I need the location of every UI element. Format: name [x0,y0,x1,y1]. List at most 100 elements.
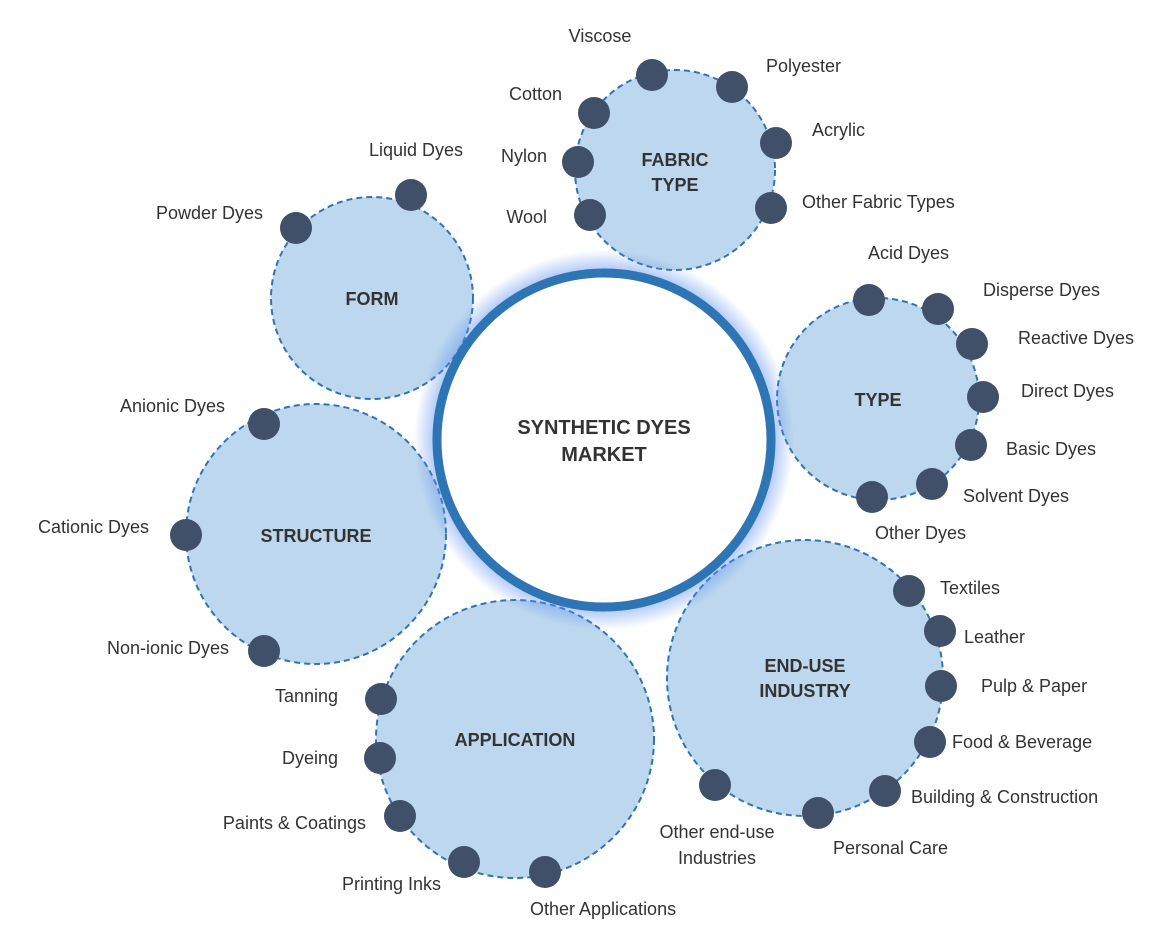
bullet-dot-icon [699,769,731,801]
bullet-dot-icon [529,856,561,888]
end-use-industry-title: END-USE [764,656,845,676]
segment-item: Direct Dyes [967,381,1114,413]
segment-item: Acrylic [760,120,865,159]
segment-item-label: Cotton [509,84,562,104]
segment-item: Leather [924,615,1025,647]
structure-title: STRUCTURE [261,526,372,546]
segment-item-label: Non-ionic Dyes [107,638,229,658]
segment-item-label: Liquid Dyes [369,140,463,160]
segment-item-label: Acrylic [812,120,865,140]
bullet-dot-icon [395,179,427,211]
segment-item-label: Solvent Dyes [963,486,1069,506]
bullet-dot-icon [924,615,956,647]
segment-item-label: Industries [678,848,756,868]
segment-item-label: Reactive Dyes [1018,328,1134,348]
bullet-dot-icon [922,293,954,325]
segment-item-label: Leather [964,627,1025,647]
segment-item: Food & Beverage [914,726,1092,758]
segment-item-label: Pulp & Paper [981,676,1087,696]
fabric-type-bubble [574,69,776,271]
segment-item-label: Disperse Dyes [983,280,1100,300]
bullet-dot-icon [248,635,280,667]
segment-item-label: Viscose [569,26,632,46]
segment-item: Building & Construction [869,775,1098,807]
bullet-dot-icon [925,670,957,702]
bullet-dot-icon [802,797,834,829]
segment-item-label: Cationic Dyes [38,517,149,537]
end-use-industry-title: INDUSTRY [759,681,850,701]
segment-item: Non-ionic Dyes [107,635,280,667]
segment-fabric-type: FABRIC TYPE ViscosePolyesterCottonAcrylicN… [501,26,955,271]
segment-item-label: Printing Inks [342,874,441,894]
form-bubble [270,196,474,400]
bullet-dot-icon [578,97,610,129]
bullet-dot-icon [248,408,280,440]
segment-item-label: Wool [506,207,547,227]
bullet-dot-icon [170,519,202,551]
segment-item: Paints & Coatings [223,800,416,833]
segment-item: Personal Care [802,797,948,858]
bullet-dot-icon [448,846,480,878]
segment-item: Solvent Dyes [916,468,1069,506]
bullet-dot-icon [280,212,312,244]
bullet-dot-icon [856,481,888,513]
segment-item: Other Dyes [856,481,966,543]
center-title-line-2: MARKET [561,444,647,466]
bullet-dot-icon [636,59,668,91]
bullet-dot-icon [755,192,787,224]
segment-item-label: Basic Dyes [1006,439,1096,459]
center-circle: SYNTHETIC DYES MARKET [414,250,794,630]
bullet-dot-icon [914,726,946,758]
segment-item: Cotton [509,84,610,129]
segment-item: Nylon [501,146,594,178]
bullet-dot-icon [716,71,748,103]
segment-item-label: Textiles [940,578,1000,598]
segment-item: Powder Dyes [156,203,312,244]
form-title: FORM [346,289,399,309]
bullet-dot-icon [384,800,416,832]
segment-item-label: Other end-use [659,822,774,842]
bullet-dot-icon [365,683,397,715]
center-title-line-1: SYNTHETIC DYES [517,417,690,439]
segment-item: Disperse Dyes [922,280,1100,325]
bullet-dot-icon [955,429,987,461]
segment-item-label: Polyester [766,56,841,76]
fabric-type-title: TYPE [651,175,698,195]
segment-item-label: Paints & Coatings [223,813,366,833]
segment-item: Printing Inks [342,846,480,894]
segment-item-label: Building & Construction [911,787,1098,807]
fabric-type-title: FABRIC [642,150,709,170]
bullet-dot-icon [574,199,606,231]
segment-item-label: Powder Dyes [156,203,263,223]
segment-item-label: Acid Dyes [868,243,949,263]
segment-item-label: Tanning [275,686,338,706]
segment-item: Other Fabric Types [755,192,955,224]
segment-item-label: Other Fabric Types [802,192,955,212]
segment-item-label: Food & Beverage [952,732,1092,752]
bullet-dot-icon [956,328,988,360]
segment-item: Basic Dyes [955,429,1096,461]
segment-item-label: Personal Care [833,838,948,858]
type-title: TYPE [854,390,901,410]
segment-item-label: Other Dyes [875,523,966,543]
segment-item: Reactive Dyes [956,328,1134,360]
segment-item: Dyeing [282,742,396,774]
bullet-dot-icon [562,146,594,178]
segment-item-label: Dyeing [282,748,338,768]
segment-item: Cationic Dyes [38,517,202,551]
bullet-dot-icon [967,381,999,413]
bullet-dot-icon [364,742,396,774]
segment-item-label: Direct Dyes [1021,381,1114,401]
segment-item-label: Other Applications [530,899,676,919]
bullet-dot-icon [760,127,792,159]
center-ring [432,268,776,612]
segment-item: Polyester [716,56,841,103]
